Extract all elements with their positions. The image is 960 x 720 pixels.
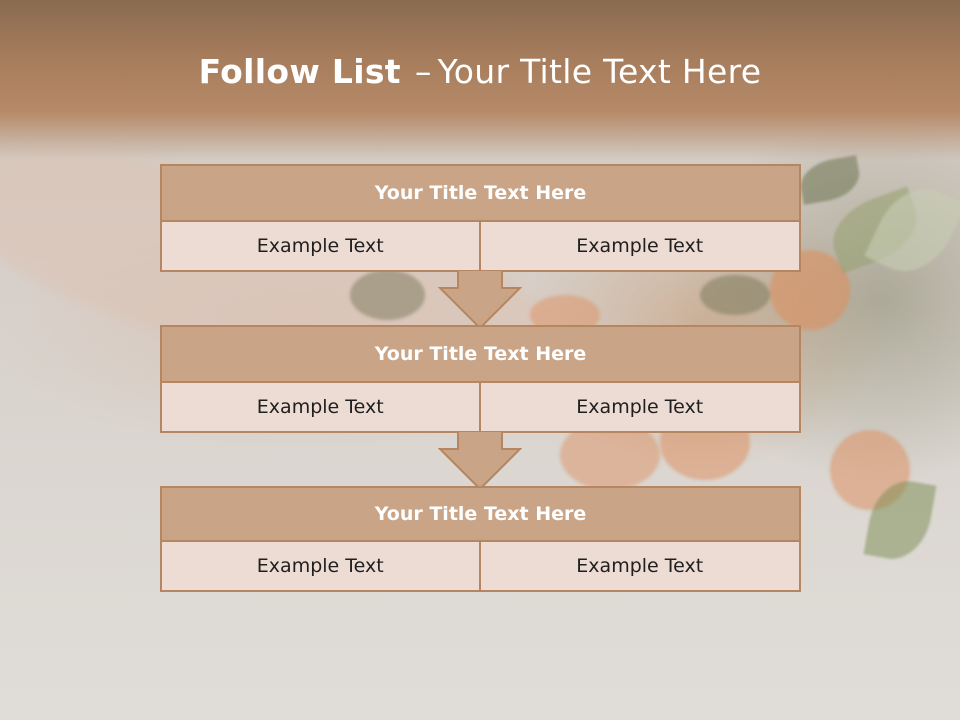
step-cell-left: Example Text [160,542,481,592]
background-orange [350,270,425,320]
step-box-3: Your Title Text Here Example Text Exampl… [160,486,801,592]
step-title: Your Title Text Here [160,164,801,222]
step-row: Example Text Example Text [160,542,801,592]
step-cell-right: Example Text [480,383,801,433]
slide-title-rest: Your Title Text Here [437,52,762,91]
step-row: Example Text Example Text [160,383,801,433]
title-band [0,0,960,160]
step-cell-right: Example Text [480,222,801,272]
step-title: Your Title Text Here [160,486,801,542]
slide-title-separator: – [414,52,432,91]
step-box-1: Your Title Text Here Example Text Exampl… [160,164,801,272]
step-row: Example Text Example Text [160,222,801,272]
step-box-2: Your Title Text Here Example Text Exampl… [160,325,801,433]
down-arrow-icon [438,270,522,330]
step-cell-left: Example Text [160,383,481,433]
slide-title-bold: Follow List [198,52,401,91]
down-arrow-icon [438,431,522,491]
slide-title: Follow List–Your Title Text Here [0,52,960,91]
step-cell-left: Example Text [160,222,481,272]
step-cell-right: Example Text [480,542,801,592]
step-title: Your Title Text Here [160,325,801,383]
background-orange [700,275,770,315]
